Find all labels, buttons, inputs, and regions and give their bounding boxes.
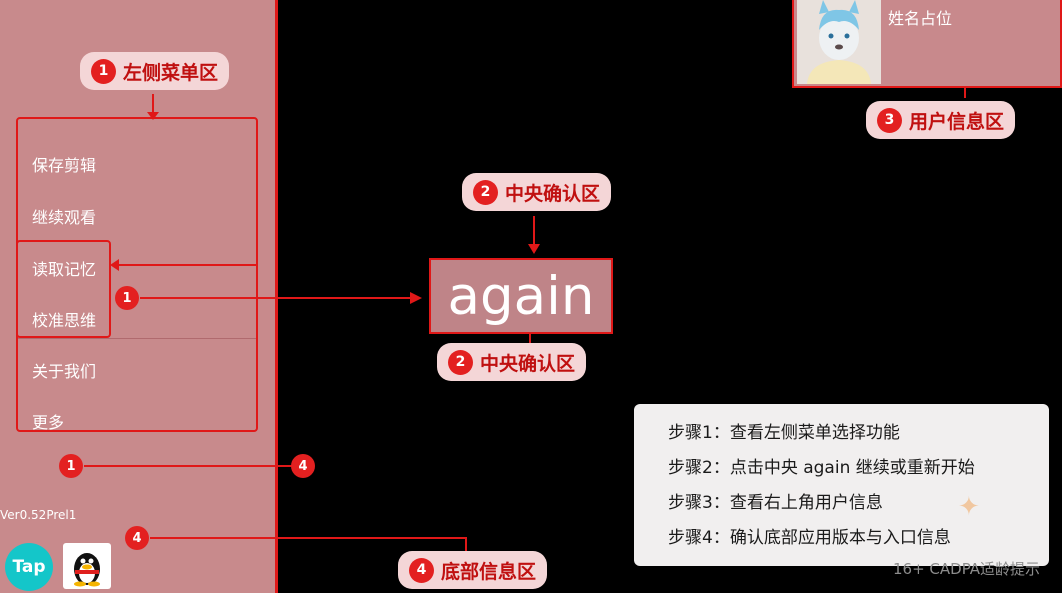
connector-line — [529, 334, 531, 344]
center-confirm-area-label-top: 2 中央确认区 — [462, 173, 612, 211]
menu-item-save-clip[interactable]: 保存剪辑 — [32, 156, 97, 175]
pill-text: 用户信息区 — [909, 110, 1005, 133]
connector-line — [533, 216, 535, 246]
avatar[interactable] — [797, 0, 881, 84]
menu-item-more[interactable]: 更多 — [32, 413, 65, 432]
left-sidebar — [0, 0, 278, 593]
number-badge: 4 — [409, 557, 434, 583]
arrow-head — [528, 244, 540, 254]
connector-line — [465, 537, 467, 554]
step-1: 步骤1：查看左侧菜单选择功能 — [668, 423, 900, 443]
menu-item-about-us[interactable]: 关于我们 — [32, 362, 97, 381]
load-calibrate-highlight-box — [16, 240, 111, 338]
taptap-icon[interactable]: Tap — [5, 543, 53, 591]
menu-item-calibrate-thinking[interactable]: 校准思维 — [32, 311, 97, 330]
marker-4-mid: 4 — [291, 454, 315, 478]
steps-panel: 步骤1：查看左侧菜单选择功能 步骤2：点击中央 again 继续或重新开始 步骤… — [634, 404, 1049, 566]
number-badge: 3 — [877, 107, 902, 133]
again-button[interactable]: again — [429, 258, 613, 334]
marker-1-bottom: 1 — [59, 454, 83, 478]
step-3: 步骤3：查看右上角用户信息 — [668, 493, 883, 513]
center-confirm-area-label-bottom: 2 中央确认区 — [437, 343, 587, 381]
pill-text: 中央确认区 — [480, 352, 576, 375]
left-menu-area-label: 1 左侧菜单区 — [80, 52, 230, 90]
connector-line — [140, 297, 412, 299]
qq-penguin-icon[interactable] — [63, 543, 111, 589]
pill-text: 左侧菜单区 — [123, 61, 219, 84]
number-badge: 1 — [91, 58, 116, 84]
menu-item-continue-watching[interactable]: 继续观看 — [32, 208, 97, 227]
menu-item-load-memory[interactable]: 读取记忆 — [32, 260, 97, 279]
number-badge: 2 — [448, 349, 473, 375]
watermark-logo: ✦ — [958, 492, 980, 522]
arrow-head — [110, 259, 119, 271]
arrow-head — [410, 292, 422, 304]
connector-line — [150, 537, 466, 539]
step-4: 步骤4：确认底部应用版本与入口信息 — [668, 528, 951, 548]
age-rating-label: 16+ CADPA适龄提示 — [893, 560, 1041, 578]
menu-divider — [18, 338, 256, 339]
marker-1-menu: 1 — [115, 286, 139, 310]
user-info-area-label: 3 用户信息区 — [866, 101, 1016, 139]
pill-text: 中央确认区 — [505, 182, 601, 205]
connector-line — [84, 465, 294, 467]
number-badge: 2 — [473, 179, 498, 205]
arrow-head — [147, 112, 159, 120]
pill-text: 底部信息区 — [441, 560, 537, 583]
connector-line — [152, 94, 154, 117]
username: 姓名占位 — [888, 9, 953, 28]
step-2: 步骤2：点击中央 again 继续或重新开始 — [668, 458, 975, 478]
bottom-info-area-label: 4 底部信息区 — [398, 551, 548, 589]
connector-line — [115, 264, 257, 266]
version-label: Ver0.52Prel1 — [0, 508, 77, 522]
marker-4-bottom: 4 — [125, 526, 149, 550]
